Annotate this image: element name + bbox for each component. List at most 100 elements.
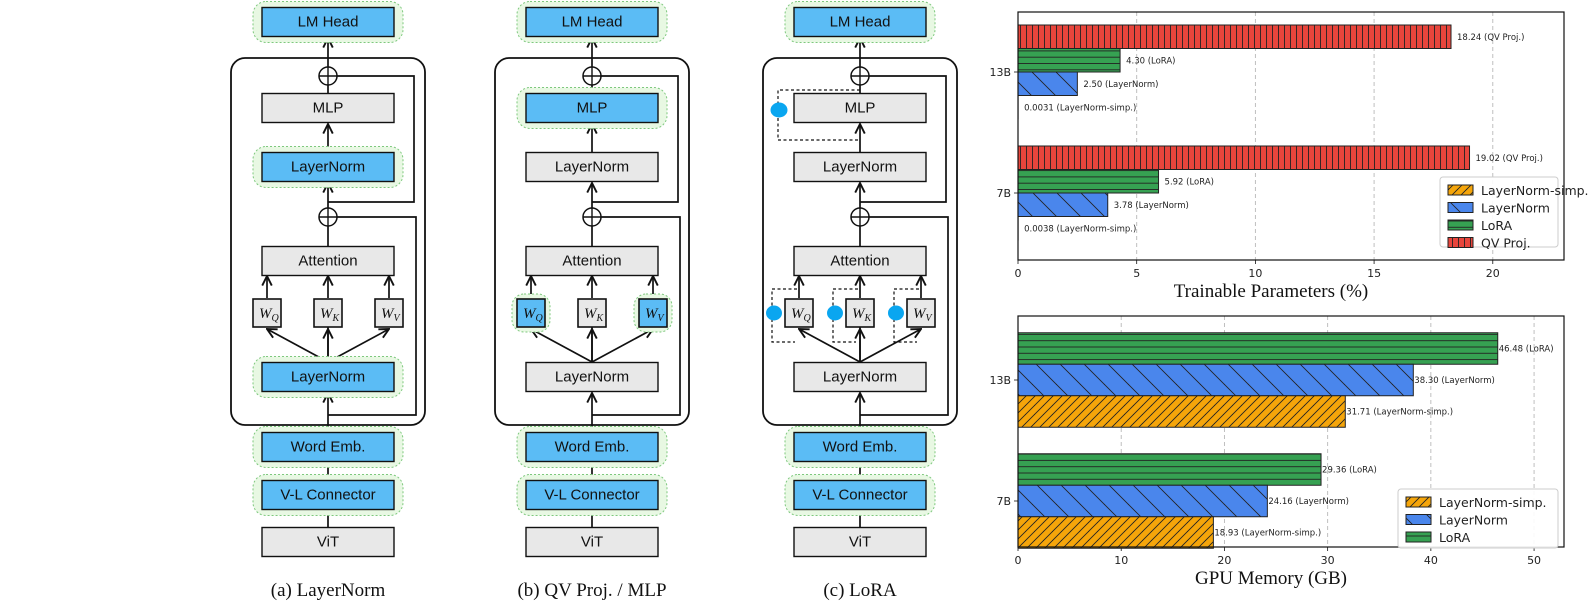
residual-connection-attention	[592, 216, 681, 416]
residual-add-icon	[582, 207, 602, 227]
bar-lora-7b: 29.36 (LoRA)	[1017, 453, 1377, 486]
weight-wq: WQ	[766, 288, 814, 343]
block-vl-connector: V-L Connector	[784, 474, 936, 516]
block-attention: Attention	[261, 245, 395, 277]
legend-swatch-hatch	[1447, 237, 1474, 248]
plot-frame	[1017, 315, 1565, 548]
panel-a: LM HeadMLPLayerNormAttentionLayerNormWor…	[230, 1, 426, 601]
bar-data-label: 18.93 (LayerNorm-simp.)	[1214, 529, 1321, 539]
flow-to-wv	[591, 329, 653, 363]
weight-subscript: Q	[272, 313, 280, 324]
weight-box	[845, 298, 875, 328]
x-axis-title: GPU Memory (GB)	[1195, 568, 1347, 589]
block-label: LayerNorm	[823, 369, 897, 386]
block-box	[261, 479, 395, 511]
bar-hatch	[1017, 516, 1214, 549]
bar-data-label: 46.48 (LoRA)	[1499, 345, 1554, 355]
legend-box	[1397, 488, 1559, 549]
block-lm-head: LM Head	[252, 1, 404, 43]
bar-data-label: 3.78 (LayerNorm)	[1114, 201, 1189, 211]
block-word-emb: Word Emb.	[516, 426, 668, 468]
block-box	[261, 361, 395, 393]
legend-label: LoRA	[1481, 218, 1513, 233]
bar-layernorm-simp--7b: 18.93 (LayerNorm-simp.)	[1017, 516, 1321, 549]
legend-swatch-hatch	[1405, 514, 1432, 525]
block-box	[261, 245, 395, 277]
x-tick-label: 15	[1367, 267, 1381, 280]
plot-frame	[1017, 11, 1565, 261]
block-attention: Attention	[793, 245, 927, 277]
legend-item: LoRA	[1447, 218, 1513, 233]
residual-connection-attention	[860, 216, 949, 416]
weight-subscript: K	[596, 313, 605, 324]
bar-layernorm-simp--7b: 0.0038 (LayerNorm-simp.)	[1017, 216, 1136, 241]
block-vl-connector: V-L Connector	[252, 474, 404, 516]
block-box	[793, 151, 927, 183]
weight-wv: WV	[888, 288, 936, 343]
block-label: MLP	[577, 100, 608, 117]
weight-box	[906, 298, 936, 328]
block-lm-head: LM Head	[516, 1, 668, 43]
x-tick-label: 20	[1486, 267, 1500, 280]
bar-hatch	[1017, 192, 1109, 217]
bar-layernorm-13b: 2.50 (LayerNorm)	[1017, 71, 1159, 96]
weight-box	[252, 298, 282, 328]
y-tick-label: 7B	[996, 187, 1011, 200]
x-tick-label: 10	[1114, 554, 1128, 567]
bar-data-label: 5.92 (LoRA)	[1165, 177, 1214, 187]
weight-wv: WV	[374, 298, 404, 328]
bar-layernorm-7b: 3.78 (LayerNorm)	[1017, 192, 1189, 217]
block-box	[261, 526, 395, 558]
bar-hatch	[1017, 169, 1160, 194]
residual-add-icon	[318, 207, 338, 227]
lora-adapter-icon	[888, 305, 904, 321]
legend-item: LayerNorm-simp.	[1405, 495, 1547, 510]
block-layernorm-top: LayerNorm	[793, 151, 927, 183]
bar-hatch	[1017, 395, 1346, 428]
bar-data-label: 38.30 (LayerNorm)	[1414, 376, 1495, 386]
block-box	[793, 479, 927, 511]
weight-subscript: K	[332, 313, 341, 324]
block-mlp: MLP	[261, 92, 395, 124]
residual-connection-attention	[328, 216, 417, 416]
legend-label: LayerNorm-simp.	[1481, 183, 1589, 198]
bar-hatch	[1017, 363, 1414, 397]
panel-caption: (a) LayerNorm	[271, 580, 386, 601]
block-label: Word Emb.	[823, 439, 898, 456]
block-mlp: MLP	[516, 87, 668, 129]
x-tick-label: 5	[1133, 267, 1140, 280]
lora-adapter-icon	[766, 305, 782, 321]
weight-subscript: K	[864, 313, 873, 324]
panel-caption: (c) LoRA	[823, 580, 897, 601]
block-layernorm-top: LayerNorm	[525, 151, 659, 183]
x-tick-label: 0	[1015, 267, 1022, 280]
block-box	[525, 6, 659, 38]
y-tick-label: 13B	[989, 374, 1011, 387]
legend-label: LayerNorm	[1481, 201, 1550, 216]
bar-lora-7b: 5.92 (LoRA)	[1017, 169, 1214, 194]
legend-label: LoRA	[1439, 530, 1471, 545]
weight-subscript: Q	[536, 313, 544, 324]
weight-wk: WK	[827, 288, 875, 343]
bar-data-label: 31.71 (LayerNorm-simp.)	[1346, 408, 1453, 418]
block-label: LM Head	[298, 14, 359, 31]
bar-qv-proj--7b: 19.02 (QV Proj.)	[1017, 145, 1543, 170]
block-label: LM Head	[562, 14, 623, 31]
block-box	[793, 6, 927, 38]
x-tick-label: 40	[1424, 554, 1438, 567]
block-box	[525, 92, 659, 124]
block-box	[261, 92, 395, 124]
weight-wq: WQ	[252, 298, 282, 328]
lora-adapter-icon	[827, 305, 843, 321]
bar-data-label: 29.36 (LoRA)	[1322, 466, 1377, 476]
block-label: Word Emb.	[555, 439, 630, 456]
block-label: LM Head	[830, 14, 891, 31]
weight-box	[638, 298, 668, 328]
block-vit: ViT	[261, 526, 395, 558]
block-label: ViT	[581, 534, 603, 551]
bar-data-label: 24.16 (LayerNorm)	[1268, 497, 1349, 507]
